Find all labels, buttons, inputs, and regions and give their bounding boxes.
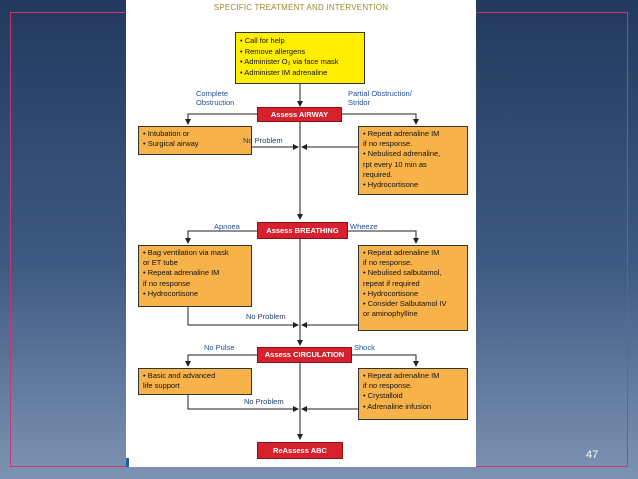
circulation-left-condition: No Pulse (204, 343, 235, 352)
assess-airway-box: Assess AIRWAY (257, 107, 342, 122)
action-item: life support (143, 381, 180, 391)
action-item: rpt every 10 min as (363, 159, 427, 169)
connector-breathing-right (348, 230, 419, 244)
connector-airway-right (342, 113, 419, 125)
initial-step: • Call for help (240, 36, 285, 45)
action-item: • Hydrocortisone (143, 288, 199, 298)
breathing-right-actions: • Repeat adrenaline IM if no response. •… (358, 245, 468, 331)
breathing-left-actions: • Bag ventilation via mask or ET tube • … (138, 245, 252, 307)
airway-right-actions: • Repeat adrenaline IM if no response. •… (358, 126, 468, 195)
reassess-abc-box: ReAssess ABC (257, 442, 343, 459)
circulation-right-actions: • Repeat adrenaline IM if no response. •… (358, 368, 468, 420)
action-item: • Repeat adrenaline IM (143, 268, 220, 278)
connector-circulation-right (352, 354, 419, 367)
breathing-no-problem-label: No Problem (246, 312, 286, 321)
initial-step: • Administer O₂ via face mask (240, 57, 339, 66)
action-item: • Crystalloid (363, 391, 403, 401)
action-item: • Surgical airway (143, 139, 199, 149)
slide-page-number: 47 (586, 449, 599, 461)
connector-circulation-left-return (187, 395, 299, 412)
action-item: • Hydrocortisone (363, 180, 419, 190)
action-item: repeat if required (363, 278, 420, 288)
action-item: required. (363, 169, 393, 179)
circulation-right-condition: Shock (354, 343, 375, 352)
airway-right-condition: Partial Obstruction/ Stridor (348, 89, 412, 107)
connector-airway-left (185, 113, 257, 125)
assess-breathing-box: Assess BREATHING (257, 222, 348, 239)
connector-breathing-left (185, 230, 257, 244)
action-item: • Nebulised salbutamol, (363, 268, 442, 278)
flowchart-title: SPECIFIC TREATMENT AND INTERVENTION (213, 3, 389, 12)
action-item: or aminophylline (363, 309, 418, 319)
airway-left-condition: Complete Obstruction (196, 89, 235, 107)
action-item: • Hydrocortisone (363, 288, 419, 298)
flowchart-connectors (185, 84, 419, 440)
action-item: if no response. (363, 139, 413, 149)
airway-no-problem-label: No Problem (243, 136, 283, 145)
action-item: if no response. (363, 381, 413, 391)
action-item: if no response. (363, 258, 413, 268)
circulation-left-actions: • Basic and advanced life support (138, 368, 252, 395)
action-item: • Bag ventilation via mask (143, 248, 229, 257)
action-item: • Nebulised adrenaline, (363, 149, 441, 159)
flowchart-document: SPECIFIC TREATMENT AND INTERVENTION (126, 0, 476, 467)
action-item: • Basic and advanced (143, 371, 216, 380)
initial-steps-box: • Call for help • Remove allergens • Adm… (235, 32, 365, 84)
initial-step: • Remove allergens (240, 46, 306, 56)
connector-circulation-left (185, 354, 257, 367)
action-item: or ET tube (143, 258, 178, 268)
circulation-no-problem-label: No Problem (244, 397, 284, 406)
action-item: • Repeat adrenaline IM (363, 129, 440, 138)
action-item: • Consider Salbutamol IV (363, 299, 447, 309)
action-item: • Repeat adrenaline IM (363, 248, 440, 257)
document-edge-marker (126, 458, 129, 467)
initial-step: • Administer IM adrenaline (240, 67, 328, 77)
breathing-left-condition: Apnoea (214, 222, 240, 231)
action-item: • Adrenaline infusion (363, 401, 432, 411)
action-item: if no response (143, 278, 191, 288)
assess-circulation-box: Assess CIRCULATION (257, 347, 352, 363)
connector-breathing-left-return (187, 307, 299, 328)
action-item: • Repeat adrenaline IM (363, 371, 440, 380)
airway-left-actions: • Intubation or • Surgical airway (138, 126, 252, 155)
action-item: • Intubation or (143, 129, 190, 138)
breathing-right-condition: Wheeze (350, 222, 378, 231)
